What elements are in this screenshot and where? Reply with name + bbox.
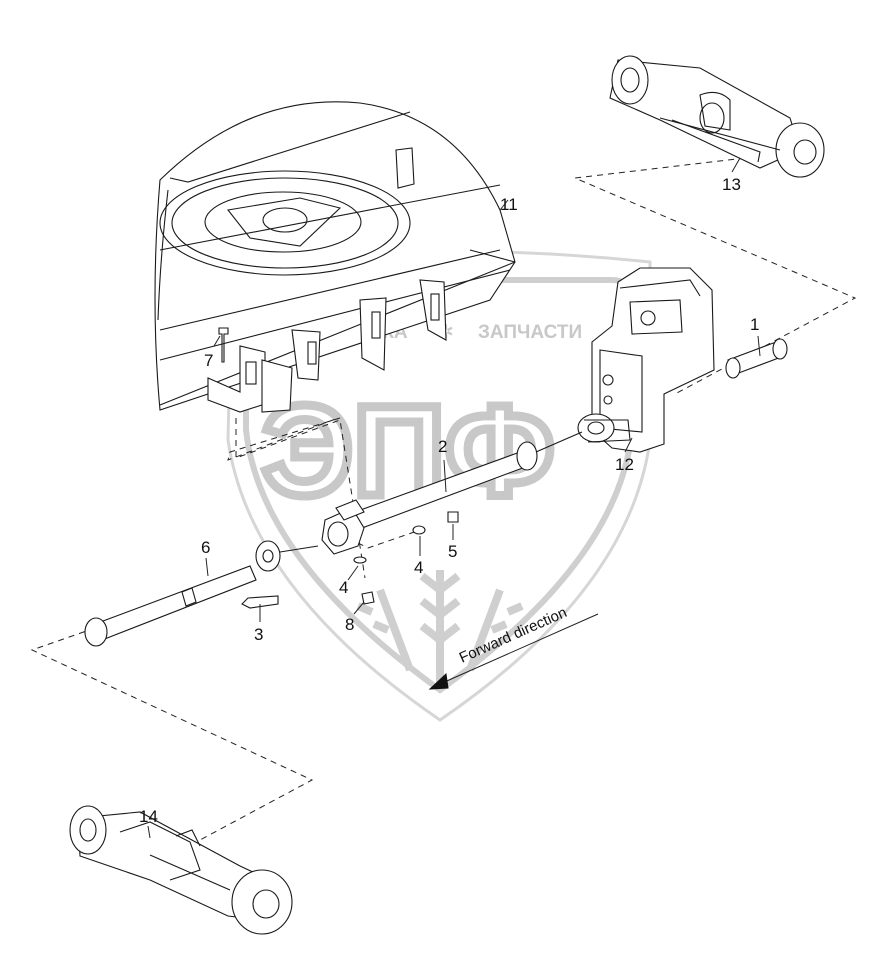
short-shaft-item-1 [725,338,788,379]
frame-turntable-item-11 [154,101,516,413]
callout-1: 1 [750,315,759,334]
fasteners [241,511,459,609]
transfer-gearbox-item-12 [577,267,715,453]
callout-13: 13 [722,175,741,194]
callout-7: 7 [204,351,213,370]
callouts: 1 2 3 4 4 5 6 7 8 11 12 13 14 [139,175,759,826]
rear-axle-item-13 [609,55,825,178]
drive-shaft-item-6 [84,540,319,647]
callout-4: 4 [339,578,348,597]
callout-14: 14 [139,807,158,826]
callout-2: 2 [438,437,447,456]
callout-12: 12 [615,455,634,474]
callout-3: 3 [254,625,263,644]
direction-arrowhead [428,672,449,690]
watermark-wheat [356,570,524,690]
callout-6: 6 [201,538,210,557]
front-axle-item-14 [69,805,293,935]
drive-shaft-item-2 [321,431,583,555]
callout-11: 11 [500,195,518,214]
callout-4-second: 4 [414,558,423,577]
callout-8: 8 [345,615,354,634]
watermark-parts: ЗАПЧАСТИ [478,322,582,343]
leader-lines [147,157,761,839]
callout-5: 5 [448,542,457,561]
